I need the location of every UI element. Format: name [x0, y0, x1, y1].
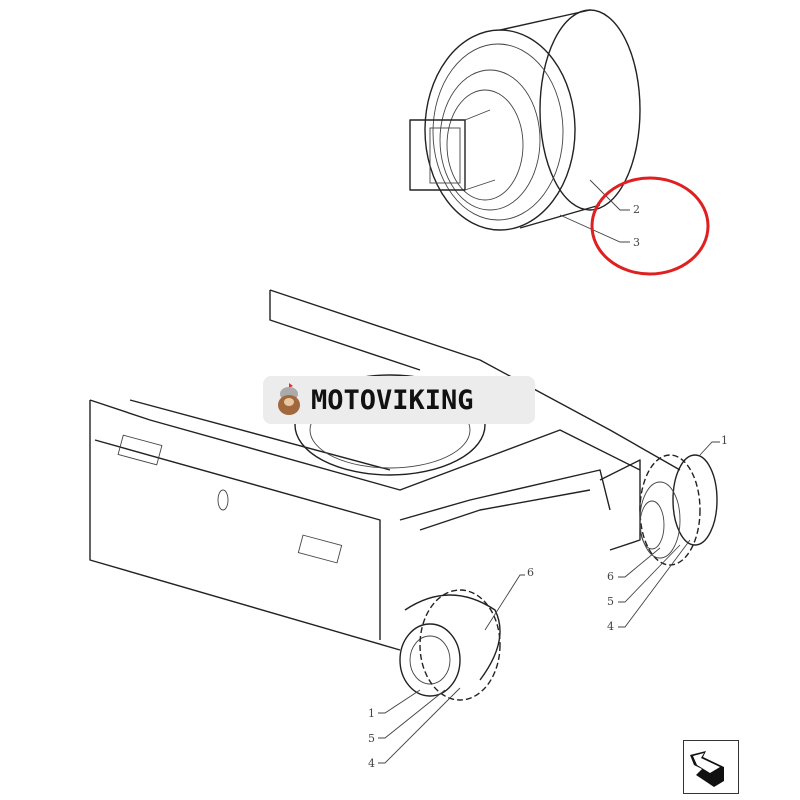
- callout-2: 2: [633, 203, 640, 216]
- track-frame-drawing: [89, 289, 681, 651]
- viking-mascot-icon: [278, 383, 300, 415]
- callout-1-left: 1: [368, 707, 375, 720]
- callout-4-left: 4: [368, 757, 375, 770]
- travel-motor-drawing: [409, 9, 641, 231]
- right-final-drive-drawing: [639, 454, 718, 566]
- arrow-return-icon: [690, 751, 724, 787]
- left-final-drive-drawing: [399, 589, 501, 701]
- callout-4-right: 4: [607, 620, 614, 633]
- callout-6-left: 6: [527, 566, 534, 579]
- highlight-circle: [590, 176, 710, 276]
- navigation-button[interactable]: [683, 740, 739, 794]
- brand-name: MOTOVIKING: [311, 384, 474, 416]
- callout-1-right: 1: [721, 434, 728, 447]
- callout-6-right: 6: [607, 570, 614, 583]
- watermark-logo: MOTOVIKING: [263, 376, 535, 424]
- callout-5-right: 5: [607, 595, 614, 608]
- callout-5-left: 5: [368, 732, 375, 745]
- callout-3: 3: [633, 236, 640, 249]
